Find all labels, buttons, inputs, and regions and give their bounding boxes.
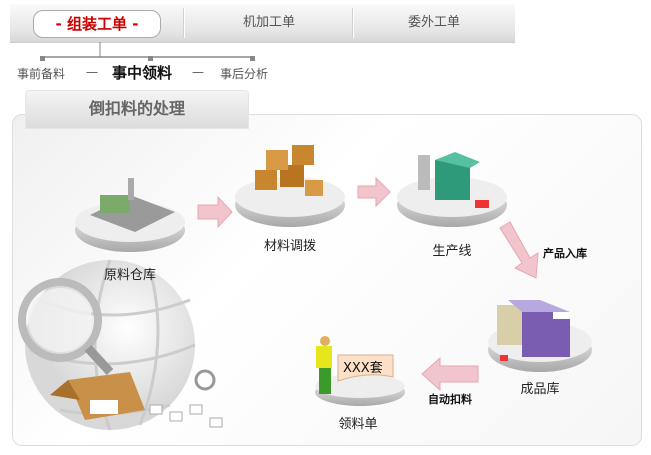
subnav-during[interactable]: 事中领料	[112, 64, 173, 82]
edge-label-auto-deduct: 自动扣料	[428, 393, 472, 406]
tab-assembly-order[interactable]: - 组装工单 -	[33, 10, 161, 38]
subnav-separator: —	[192, 65, 204, 79]
edge-label-product-in: 产品入库	[543, 247, 587, 260]
person-with-sheet-icon	[316, 336, 394, 394]
section-heading: 倒扣料的处理	[25, 90, 249, 129]
subnav-after[interactable]: 事后分析	[220, 67, 269, 81]
warehouse-icon	[90, 178, 175, 232]
sheet-quantity: XXX套	[343, 361, 383, 376]
subnav-separator: —	[86, 65, 98, 79]
finished-warehouse-icon	[497, 300, 571, 361]
boxes-icon	[255, 145, 323, 196]
flow-arrow	[197, 176, 539, 392]
subnav-before[interactable]: 事前备料	[17, 67, 66, 81]
tab-machining-order[interactable]: 机加工单	[242, 15, 295, 30]
tree-connector	[40, 42, 255, 61]
work-order-tabbar: - 组装工单 - 机加工单 委外工单	[10, 4, 515, 43]
factory-icon	[418, 152, 489, 208]
tab-outsourcing-order[interactable]: 委外工单	[407, 15, 460, 30]
node-picking-list: 领料单	[338, 417, 378, 432]
globe-illustration	[18, 259, 223, 431]
node-material-transfer: 材料调拨	[263, 239, 316, 254]
node-production-line: 生产线	[432, 244, 472, 259]
node-raw-warehouse: 原料仓库	[103, 268, 156, 283]
node-finished-warehouse: 成品库	[520, 382, 560, 397]
tab-divider	[184, 8, 185, 38]
tab-divider	[353, 8, 354, 38]
